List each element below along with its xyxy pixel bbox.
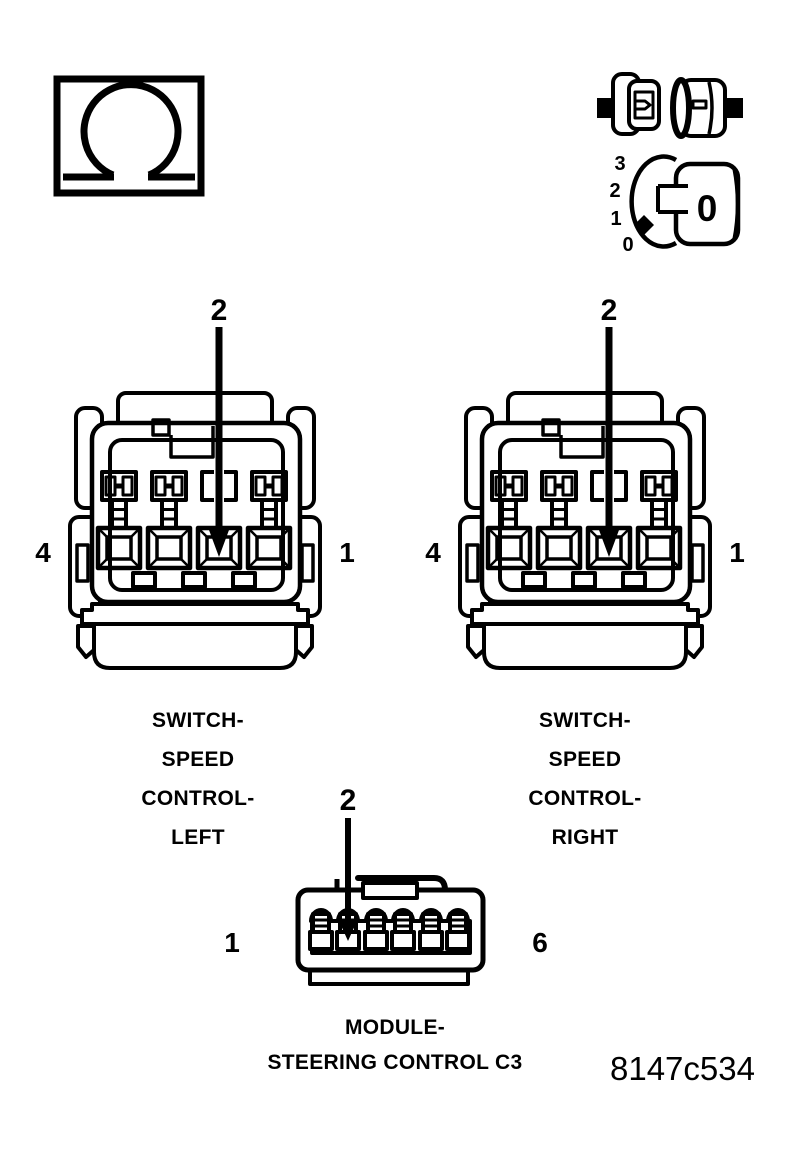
label-line: CONTROL- bbox=[141, 787, 255, 810]
key-position-indicator bbox=[634, 215, 654, 235]
connector-switch-speed-control-right: 2 4 1 bbox=[425, 294, 745, 690]
label-switch-speed-control-left: SWITCH- SPEED CONTROL- LEFT bbox=[78, 701, 318, 857]
connector-switch-speed-control-left: 2 4 1 bbox=[35, 294, 355, 690]
pin-callout-label: 2 bbox=[211, 294, 228, 327]
pin-arrow bbox=[339, 818, 357, 941]
label-line: SWITCH- bbox=[152, 709, 244, 732]
pin-number-right: 1 bbox=[729, 537, 745, 568]
label-line: RIGHT bbox=[551, 826, 619, 849]
figure-id: 8147c534 bbox=[610, 1050, 755, 1087]
label-line: SPEED bbox=[548, 748, 622, 771]
pin-number-right: 6 bbox=[532, 927, 548, 958]
pin-callout-label: 2 bbox=[601, 294, 618, 327]
key-position-2: 2 bbox=[609, 180, 620, 202]
pin-number-right: 1 bbox=[339, 537, 355, 568]
pin-number-left: 4 bbox=[425, 537, 441, 568]
label-line: SWITCH- bbox=[539, 709, 631, 732]
label-line: LEFT bbox=[171, 826, 225, 849]
key-face-label: 0 bbox=[697, 188, 718, 229]
label-switch-speed-control-right: SWITCH- SPEED CONTROL- RIGHT bbox=[465, 701, 705, 857]
key-position-0: 0 bbox=[622, 234, 633, 256]
label-module-steering-control: MODULE- STEERING CONTROL C3 bbox=[225, 1010, 565, 1080]
label-line: CONTROL- bbox=[528, 787, 642, 810]
label-line: MODULE- bbox=[344, 1016, 446, 1039]
connector-module-steering-control: 2 1 6 bbox=[224, 784, 548, 986]
key-position-1: 1 bbox=[610, 208, 621, 230]
label-line: STEERING CONTROL C3 bbox=[267, 1051, 523, 1074]
ignition-key-position-icon: 0 3 2 1 0 bbox=[609, 153, 741, 256]
pin-callout-label: 2 bbox=[340, 784, 357, 817]
label-line: SPEED bbox=[161, 748, 235, 771]
disconnected-connector-icon bbox=[597, 72, 743, 139]
pin-number-left: 1 bbox=[224, 927, 240, 958]
ohmmeter-icon bbox=[53, 75, 205, 197]
key-position-3: 3 bbox=[614, 153, 625, 175]
pin-number-left: 4 bbox=[35, 537, 51, 568]
